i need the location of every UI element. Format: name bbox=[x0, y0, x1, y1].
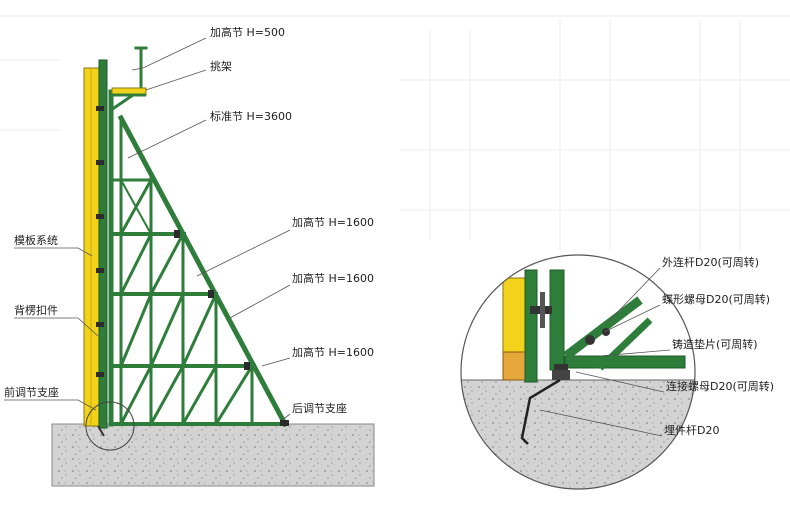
formwork-panel bbox=[83, 59, 108, 429]
steel-frame bbox=[108, 46, 289, 428]
label-wing-nut: 蝶形螺母D20(可周转) bbox=[662, 292, 770, 306]
label-formwork-system: 模板系统 bbox=[14, 233, 58, 247]
label-standard-3600: 标准节 H=3600 bbox=[210, 109, 292, 123]
label-bracket: 挑架 bbox=[210, 59, 232, 73]
label-anchor-rod: 埋件杆D20 bbox=[664, 423, 719, 437]
label-front-support: 前调节支座 bbox=[4, 385, 59, 399]
bracket-platform bbox=[110, 87, 147, 112]
label-raise-1600-low: 加高节 H=1600 bbox=[292, 345, 374, 359]
label-rear-support: 后调节支座 bbox=[292, 401, 347, 415]
detail-view bbox=[460, 254, 696, 490]
concrete-slab bbox=[51, 423, 375, 487]
label-raise-500: 加高节 H=500 bbox=[210, 25, 285, 39]
label-raise-1600-top: 加高节 H=1600 bbox=[292, 215, 374, 229]
label-coupling-nut: 连接螺母D20(可周转) bbox=[666, 379, 774, 393]
leader-lines bbox=[4, 37, 291, 421]
label-cast-pad: 铸造垫片(可周转) bbox=[672, 337, 758, 351]
detail-leader-lines bbox=[539, 267, 671, 437]
label-raise-1600-mid: 加高节 H=1600 bbox=[292, 271, 374, 285]
clamps bbox=[96, 106, 289, 426]
label-outer-rod: 外连杆D20(可周转) bbox=[662, 255, 759, 269]
detail-callout-circle bbox=[85, 401, 135, 451]
label-back-clamp: 背楞扣件 bbox=[14, 303, 58, 317]
background-lines bbox=[0, 15, 790, 250]
